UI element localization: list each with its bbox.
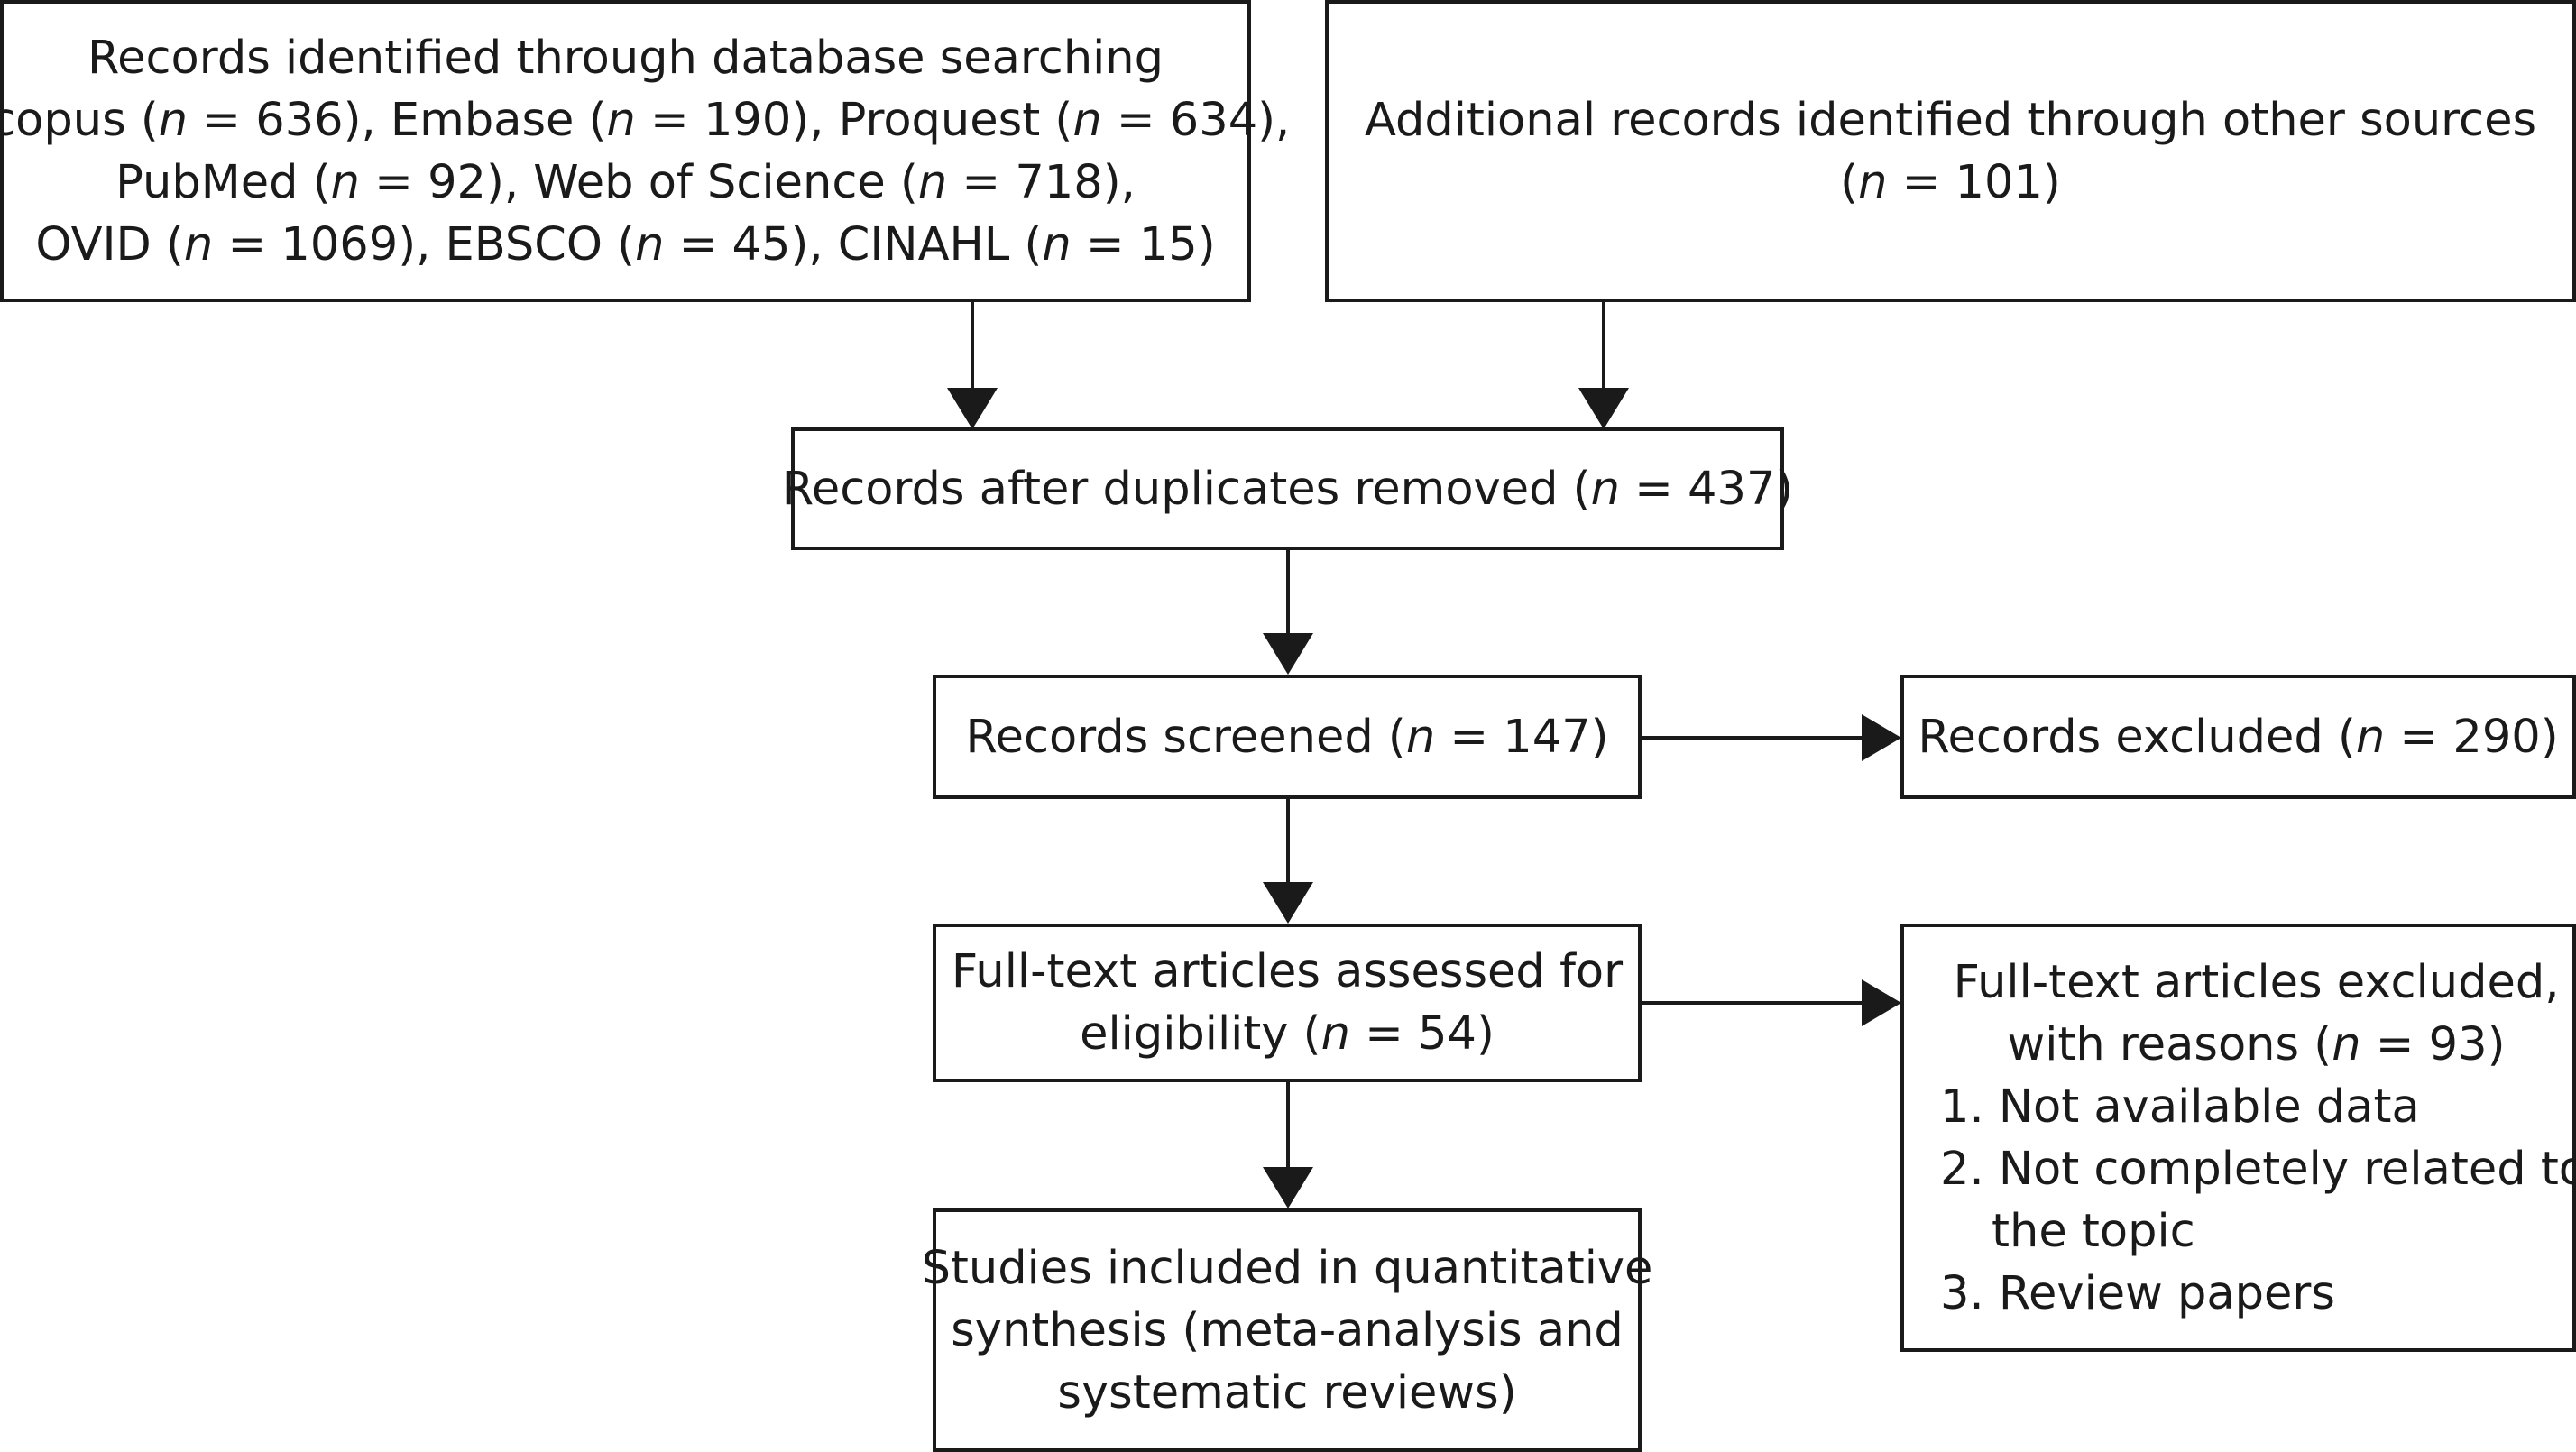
database-records-title: Records identified through database sear… [87,31,1164,85]
fulltext-excluded-box: Full-text articles excluded, with reason… [1900,924,2576,1352]
studies-included-box: Studies included in quantitative synthes… [922,1208,1652,1452]
studies-included-line-1: Studies included in quantitative [921,1241,1653,1295]
exclusion-reason-1: 1. Not available data [1940,1080,2420,1134]
studies-included-line-2: synthesis (meta-analysis and [951,1303,1624,1357]
studies-included-line-3: systematic reviews) [1057,1365,1517,1420]
records-excluded-box: Records excluded (n = 290) [1900,675,2576,799]
fulltext-assessed-line-2: eligibility (n = 54) [1080,1007,1495,1061]
duplicates-removed-label: Records after duplicates removed (n = 43… [781,462,1794,516]
exclusion-reason-2: 2. Not completely related to [1940,1142,2576,1196]
arrow-screened-to-excluded [1642,714,1901,761]
database-records-box: Records identified through database sear… [0,0,1290,302]
records-excluded-label: Records excluded (n = 290) [1918,710,2559,764]
other-sources-box: Additional records identified through ot… [1325,0,2576,302]
arrow-other-to-duplicates [1578,301,1629,429]
records-screened-box: Records screened (n = 147) [933,675,1642,799]
arrow-assessed-to-included [1263,1082,1313,1208]
exclusion-reason-2-continued: the topic [1992,1204,2195,1258]
arrow-screened-to-assessed [1263,799,1313,924]
fulltext-assessed-line-1: Full-text articles assessed for [951,945,1624,998]
fulltext-assessed-box: Full-text articles assessed for eligibil… [933,924,1642,1082]
arrow-assessed-to-excluded [1642,979,1901,1026]
database-records-line-4: OVID (n = 1069), EBSCO (n = 45), CINAHL … [35,217,1216,271]
arrow-database-to-duplicates [947,301,998,429]
records-screened-label: Records screened (n = 147) [965,710,1609,764]
fulltext-excluded-line-1: Full-text articles excluded, [1953,955,2560,1009]
database-records-line-3: PubMed (n = 92), Web of Science (n = 718… [115,155,1136,209]
exclusion-reason-3: 3. Review papers [1940,1266,2335,1320]
duplicates-removed-box: Records after duplicates removed (n = 43… [782,427,1793,550]
database-records-line-2: Scopus (n = 636), Embase (n = 190), Proq… [0,93,1291,147]
other-sources-count: (n = 101) [1840,155,2061,209]
other-sources-title: Additional records identified through ot… [1364,93,2537,147]
arrow-duplicates-to-screened [1263,550,1313,675]
fulltext-excluded-line-2: with reasons (n = 93) [2007,1017,2506,1071]
